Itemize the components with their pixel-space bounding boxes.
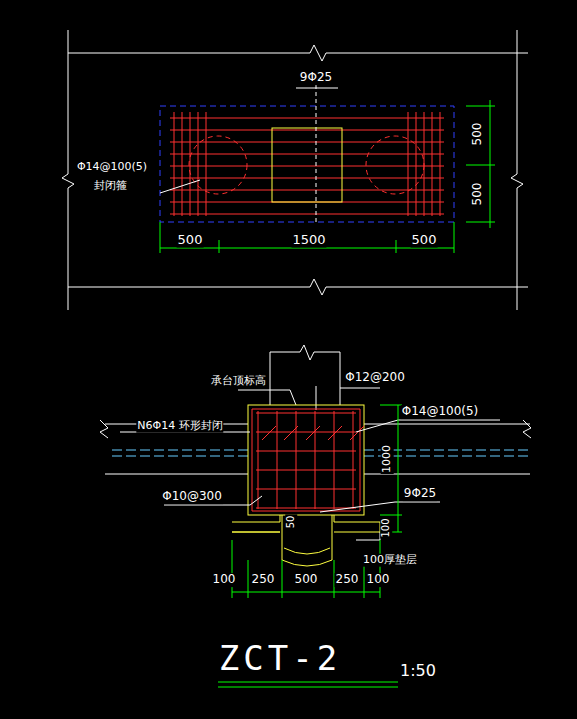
rebar-line bbox=[258, 411, 259, 509]
drawing-label: 500 bbox=[177, 233, 204, 248]
drawing-label: Φ14@100(5) bbox=[76, 161, 148, 174]
rebar-line bbox=[284, 426, 298, 440]
drawing-label: 500 bbox=[411, 233, 438, 248]
rebar-line bbox=[170, 166, 444, 167]
drawing-label: 9Φ25 bbox=[403, 487, 437, 501]
rebar-line bbox=[256, 489, 356, 490]
rebar-line bbox=[416, 112, 417, 216]
rebar-line bbox=[256, 413, 356, 414]
drawing-label: 250 bbox=[251, 573, 276, 587]
rebar-line bbox=[256, 470, 356, 471]
rebar-line bbox=[206, 112, 207, 216]
drawing-label: 9Φ25 bbox=[299, 71, 333, 85]
drawing-label: 100厚垫层 bbox=[362, 554, 418, 567]
rebar-line bbox=[360, 409, 361, 511]
rebar-line bbox=[252, 409, 360, 410]
drawing-label: 1000 bbox=[381, 444, 394, 474]
rebar-line bbox=[306, 426, 320, 440]
rebar-line bbox=[277, 411, 278, 509]
rebar-line bbox=[170, 142, 444, 143]
rebar-line bbox=[252, 409, 253, 511]
rebar-line bbox=[262, 426, 276, 440]
drawing-label: 500 bbox=[294, 573, 319, 587]
rebar-line bbox=[252, 511, 360, 512]
drawing-label: 100 bbox=[212, 573, 237, 587]
rebar-line bbox=[432, 112, 433, 216]
drawing-label: 50 bbox=[285, 515, 297, 530]
rebar-line bbox=[334, 411, 335, 509]
rebar-line bbox=[182, 112, 183, 216]
rebar-line bbox=[350, 426, 364, 440]
drawing-title: ZCT-2 bbox=[218, 639, 342, 678]
drawing-label: 100 bbox=[366, 573, 391, 587]
rebar-line bbox=[174, 112, 175, 216]
drawing-label: N6Φ14 环形封闭 bbox=[136, 420, 223, 433]
drawing-label: 250 bbox=[335, 573, 360, 587]
drawing-label: Φ14@100(5) bbox=[401, 405, 480, 419]
rebar-line bbox=[408, 112, 409, 216]
drawing-label: Φ10@300 bbox=[161, 490, 223, 504]
rebar-line bbox=[170, 154, 444, 155]
rebar-line bbox=[256, 451, 356, 452]
rebar-line bbox=[440, 112, 441, 216]
rebar-line bbox=[296, 411, 297, 509]
rebar-line bbox=[170, 118, 444, 119]
rebar-line bbox=[256, 508, 356, 509]
drawing-label: Φ12@200 bbox=[344, 371, 406, 385]
rebar-line bbox=[170, 214, 444, 215]
drawing-label: 1500 bbox=[291, 233, 326, 248]
rebar-line bbox=[170, 190, 444, 191]
drawing-label: 承台顶标高 bbox=[210, 375, 267, 388]
rebar-line bbox=[353, 411, 354, 509]
drawing-label: 封闭箍 bbox=[93, 180, 128, 193]
rebar-line bbox=[315, 411, 316, 509]
rebar-line bbox=[190, 112, 191, 216]
rebar-line bbox=[328, 426, 342, 440]
drawing-label: 500 bbox=[471, 182, 485, 207]
drawing-label: 500 bbox=[471, 122, 485, 147]
rebar-line bbox=[170, 178, 444, 179]
drawing-label: 100 bbox=[380, 517, 392, 538]
rebar-line bbox=[170, 130, 444, 131]
drawing-label: 1:50 bbox=[399, 662, 437, 680]
rebar-line bbox=[198, 112, 199, 216]
